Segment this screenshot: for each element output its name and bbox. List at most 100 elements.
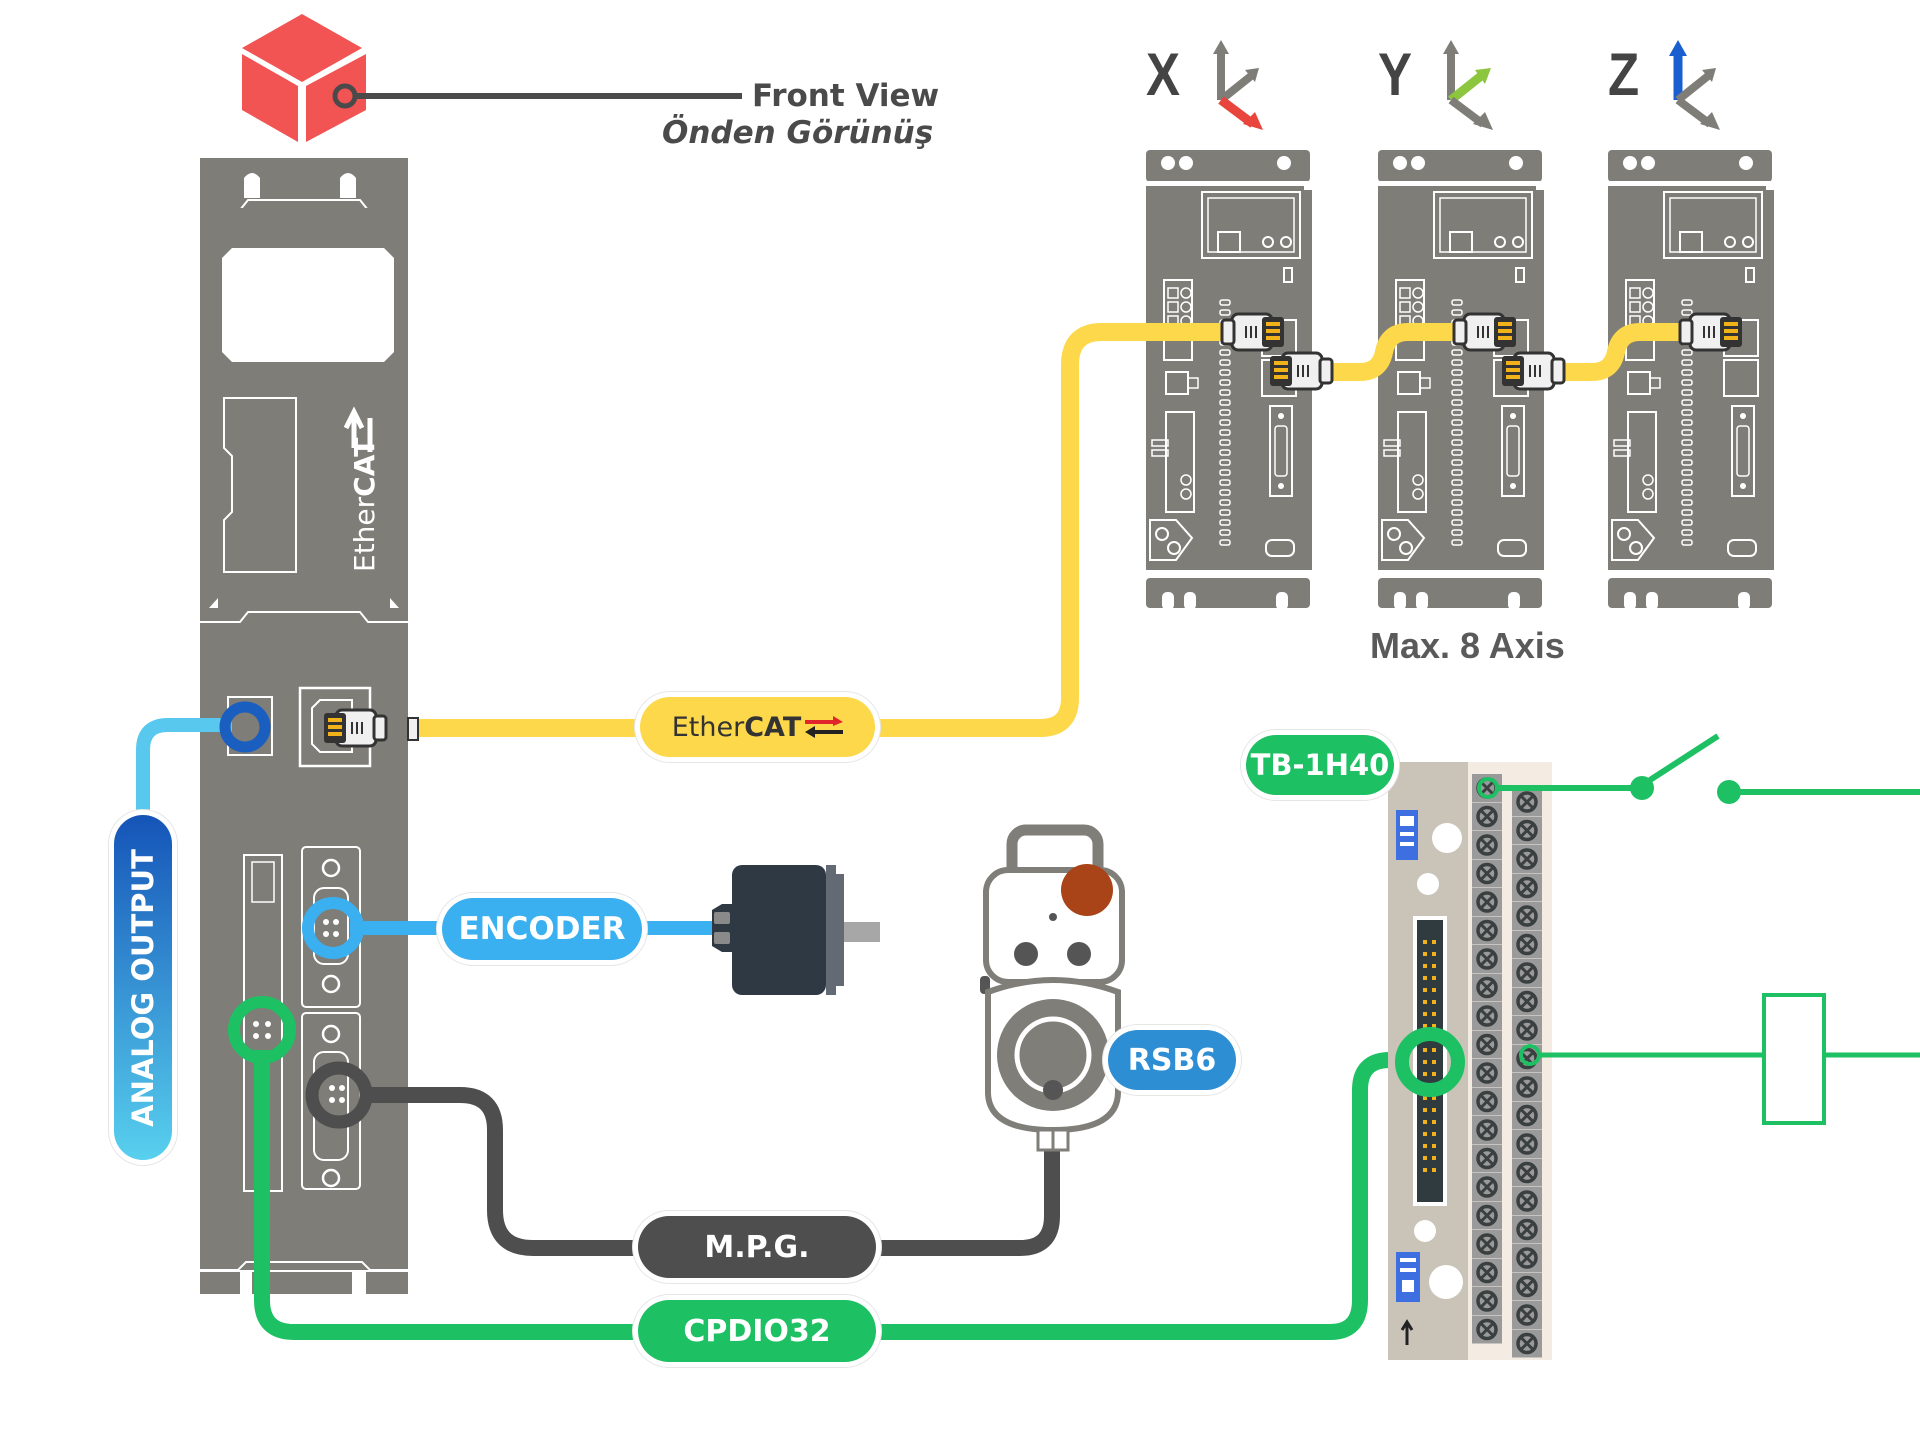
mpg-cable bbox=[365, 1087, 1060, 1256]
y-axis-icon bbox=[1443, 40, 1493, 130]
header-pin bbox=[1423, 1156, 1427, 1160]
analog-output-cable bbox=[136, 718, 232, 815]
header-pin bbox=[1432, 1108, 1436, 1112]
terminal-screw bbox=[1510, 985, 1544, 1018]
header-pin bbox=[1432, 1156, 1436, 1160]
header-pin bbox=[1432, 976, 1436, 980]
terminal-screw bbox=[1510, 786, 1544, 818]
terminal-screw bbox=[1470, 1313, 1504, 1346]
terminal-screw bbox=[1470, 1142, 1504, 1175]
terminal-screw bbox=[1510, 900, 1544, 932]
controller-ethercat-logo: EtherCAT bbox=[348, 438, 381, 572]
header-pin bbox=[1423, 1120, 1427, 1124]
ethercat-cable-y-z bbox=[1540, 323, 1694, 381]
header-pin bbox=[1423, 940, 1427, 944]
encoder-port-ring bbox=[302, 897, 364, 959]
terminal-screw bbox=[1510, 1270, 1544, 1303]
header-pin bbox=[1423, 976, 1427, 980]
header-pin bbox=[1423, 1072, 1427, 1076]
mpg-port-ring bbox=[305, 1061, 373, 1129]
header-pin bbox=[1423, 1144, 1427, 1148]
header-pin bbox=[1423, 1060, 1427, 1064]
header-pin bbox=[1432, 1072, 1436, 1076]
terminal-screw bbox=[1470, 1000, 1504, 1032]
header-pin bbox=[1423, 1096, 1427, 1100]
terminal-screw bbox=[1470, 1228, 1504, 1260]
terminal-screw bbox=[1470, 800, 1504, 833]
header-pin bbox=[1432, 964, 1436, 968]
terminal-screw bbox=[1510, 1213, 1544, 1246]
front-view-label-tr: Önden Görünüş bbox=[662, 115, 934, 151]
tb-connector-ring bbox=[1395, 1027, 1465, 1097]
axis-label-z: Z bbox=[1608, 41, 1640, 108]
encoder-connection-label[interactable]: ENCODER bbox=[442, 898, 642, 960]
rsb6-device-label[interactable]: RSB6 bbox=[1108, 1030, 1236, 1090]
header-pin bbox=[1423, 1108, 1427, 1112]
terminal-screw bbox=[1510, 957, 1544, 989]
terminal-screw bbox=[1470, 971, 1504, 1004]
header-pin bbox=[1423, 952, 1427, 956]
rj45-plug-boot bbox=[407, 717, 419, 741]
terminal-screw bbox=[1510, 871, 1544, 904]
axis-label-y: Y bbox=[1378, 41, 1413, 108]
terminal-screw bbox=[1510, 843, 1544, 875]
analog-output-connection-label[interactable]: ANALOG OUTPUT bbox=[114, 815, 172, 1160]
header-pin bbox=[1432, 1132, 1436, 1136]
rj45-plug-icon bbox=[1220, 312, 1286, 352]
mpg-handwheel-pendant-icon bbox=[980, 824, 1125, 1152]
axis-label-x: X bbox=[1146, 41, 1181, 108]
terminal-screw bbox=[1470, 1256, 1504, 1289]
terminal-screw bbox=[1510, 1156, 1544, 1189]
terminal-screw bbox=[1510, 1299, 1544, 1331]
cpdio-port-ring bbox=[228, 996, 296, 1064]
ethercat-arrows-icon bbox=[805, 716, 844, 738]
x-axis-icon bbox=[1213, 40, 1263, 130]
header-pin bbox=[1423, 1168, 1427, 1172]
terminal-screw bbox=[1470, 1199, 1504, 1232]
cpdio32-connection-label[interactable]: CPDIO32 bbox=[638, 1300, 876, 1362]
header-pin bbox=[1432, 940, 1436, 944]
terminal-screw bbox=[1470, 1171, 1504, 1203]
header-pin bbox=[1432, 952, 1436, 956]
header-pin bbox=[1432, 1012, 1436, 1016]
header-pin bbox=[1432, 1168, 1436, 1172]
terminal-screw bbox=[1510, 1242, 1544, 1274]
mpg-connection-label[interactable]: M.P.G. bbox=[638, 1216, 876, 1278]
analog-port-ring bbox=[219, 701, 271, 753]
terminal-block bbox=[1388, 762, 1552, 1360]
ethercat-cable-x-y bbox=[1310, 323, 1466, 381]
max-axis-caption: Max. 8 Axis bbox=[1370, 625, 1565, 666]
header-pin bbox=[1432, 1120, 1436, 1124]
cpdio32-cable bbox=[254, 1050, 1412, 1340]
terminal-screw bbox=[1510, 928, 1544, 961]
terminal-screw bbox=[1510, 1128, 1544, 1160]
terminal-screw bbox=[1470, 1057, 1504, 1089]
terminal-screw bbox=[1470, 1114, 1504, 1146]
motion-controller bbox=[200, 158, 408, 1294]
terminal-screw bbox=[1470, 914, 1504, 947]
rj45-plug-icon bbox=[1268, 351, 1334, 391]
header-pin bbox=[1423, 1024, 1427, 1028]
ethercat-light: Ether bbox=[671, 711, 745, 743]
terminal-screw bbox=[1510, 1099, 1544, 1132]
terminal-screw bbox=[1510, 1071, 1544, 1103]
header-pin bbox=[1432, 1000, 1436, 1004]
terminal-screw bbox=[1510, 814, 1544, 847]
terminal-screw bbox=[1470, 943, 1504, 975]
header-pin bbox=[1423, 1048, 1427, 1052]
terminal-screw bbox=[1470, 886, 1504, 918]
terminal-screw bbox=[1470, 829, 1504, 861]
header-pin bbox=[1432, 1024, 1436, 1028]
terminal-screw bbox=[1470, 1028, 1504, 1061]
header-pin bbox=[1432, 1060, 1436, 1064]
ethercat-bold: CAT bbox=[744, 711, 802, 743]
ethercat-cable-main bbox=[415, 323, 1236, 737]
z-axis-icon bbox=[1669, 40, 1720, 130]
rj45-plug-icon bbox=[1678, 312, 1744, 352]
rj45-plug-icon bbox=[1452, 312, 1518, 352]
header-pin bbox=[1423, 1000, 1427, 1004]
tb1h40-device-label[interactable]: TB-1H40 bbox=[1246, 735, 1394, 795]
terminal-screw bbox=[1510, 1327, 1544, 1360]
